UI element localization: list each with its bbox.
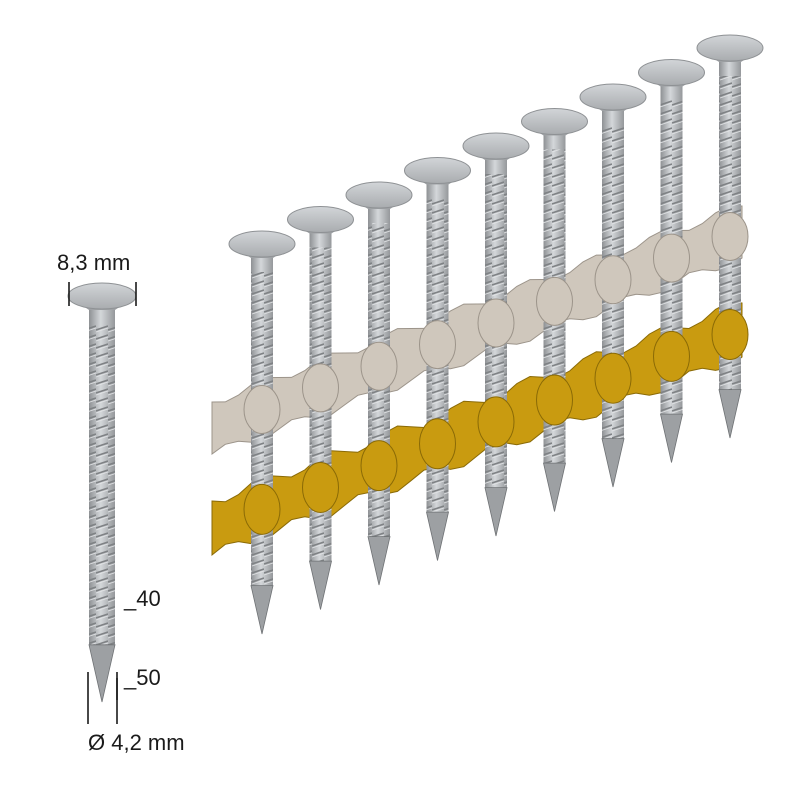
strip-upper-wrap <box>594 255 632 305</box>
nail-head <box>462 132 530 160</box>
single-nail-body <box>67 282 137 703</box>
nail-tip <box>250 585 274 635</box>
nail-head <box>579 83 647 111</box>
single-nail <box>67 282 137 703</box>
nail-tip <box>308 560 333 610</box>
nail-tip <box>484 487 508 537</box>
strip-upper-wrap <box>711 211 749 261</box>
strip-upper-wrap <box>536 276 573 326</box>
paper-strip-front-segments <box>243 211 749 535</box>
nail-head <box>345 181 413 209</box>
strip-upper-wrap <box>653 233 690 283</box>
nail-head <box>228 230 296 258</box>
strip-lower-wrap <box>243 483 281 535</box>
nail-head <box>521 108 588 135</box>
strip-lower-wrap <box>302 461 339 513</box>
nail-head <box>67 282 137 310</box>
strip-lower-wrap <box>594 352 632 404</box>
nail-head <box>287 206 354 233</box>
nail-head <box>696 34 764 62</box>
length-mark-50-label: _50 <box>124 665 161 690</box>
nail-head <box>404 157 471 184</box>
strip-lower-wrap <box>653 330 690 382</box>
nail-tip <box>88 644 116 703</box>
length-mark-40-label: _40 <box>124 586 161 611</box>
strip-upper-wrap <box>243 385 281 435</box>
nail-tip <box>601 438 625 488</box>
nail-thread <box>89 324 115 645</box>
head-diameter-label: 8,3 mm <box>57 250 131 275</box>
strip-upper-wrap <box>360 341 398 391</box>
strip-upper-wrap <box>477 298 515 348</box>
nail-tip <box>718 389 742 439</box>
shank-diameter-label: Ø 4,2 mm <box>88 730 185 755</box>
dimension-lines <box>68 282 137 724</box>
strip-upper-wrap <box>302 363 339 413</box>
nail-tip <box>425 511 450 561</box>
strip-lower-wrap <box>711 308 749 360</box>
nail-tip <box>367 536 391 586</box>
strip-lower-wrap <box>536 374 573 426</box>
nail-tip <box>542 462 567 512</box>
strip-upper-wrap <box>419 320 456 370</box>
nail-head <box>638 59 705 86</box>
strip-lower-wrap <box>360 440 398 492</box>
nail-tip <box>659 413 684 463</box>
strip-lower-wrap <box>419 418 456 470</box>
strip-lower-wrap <box>477 396 515 448</box>
